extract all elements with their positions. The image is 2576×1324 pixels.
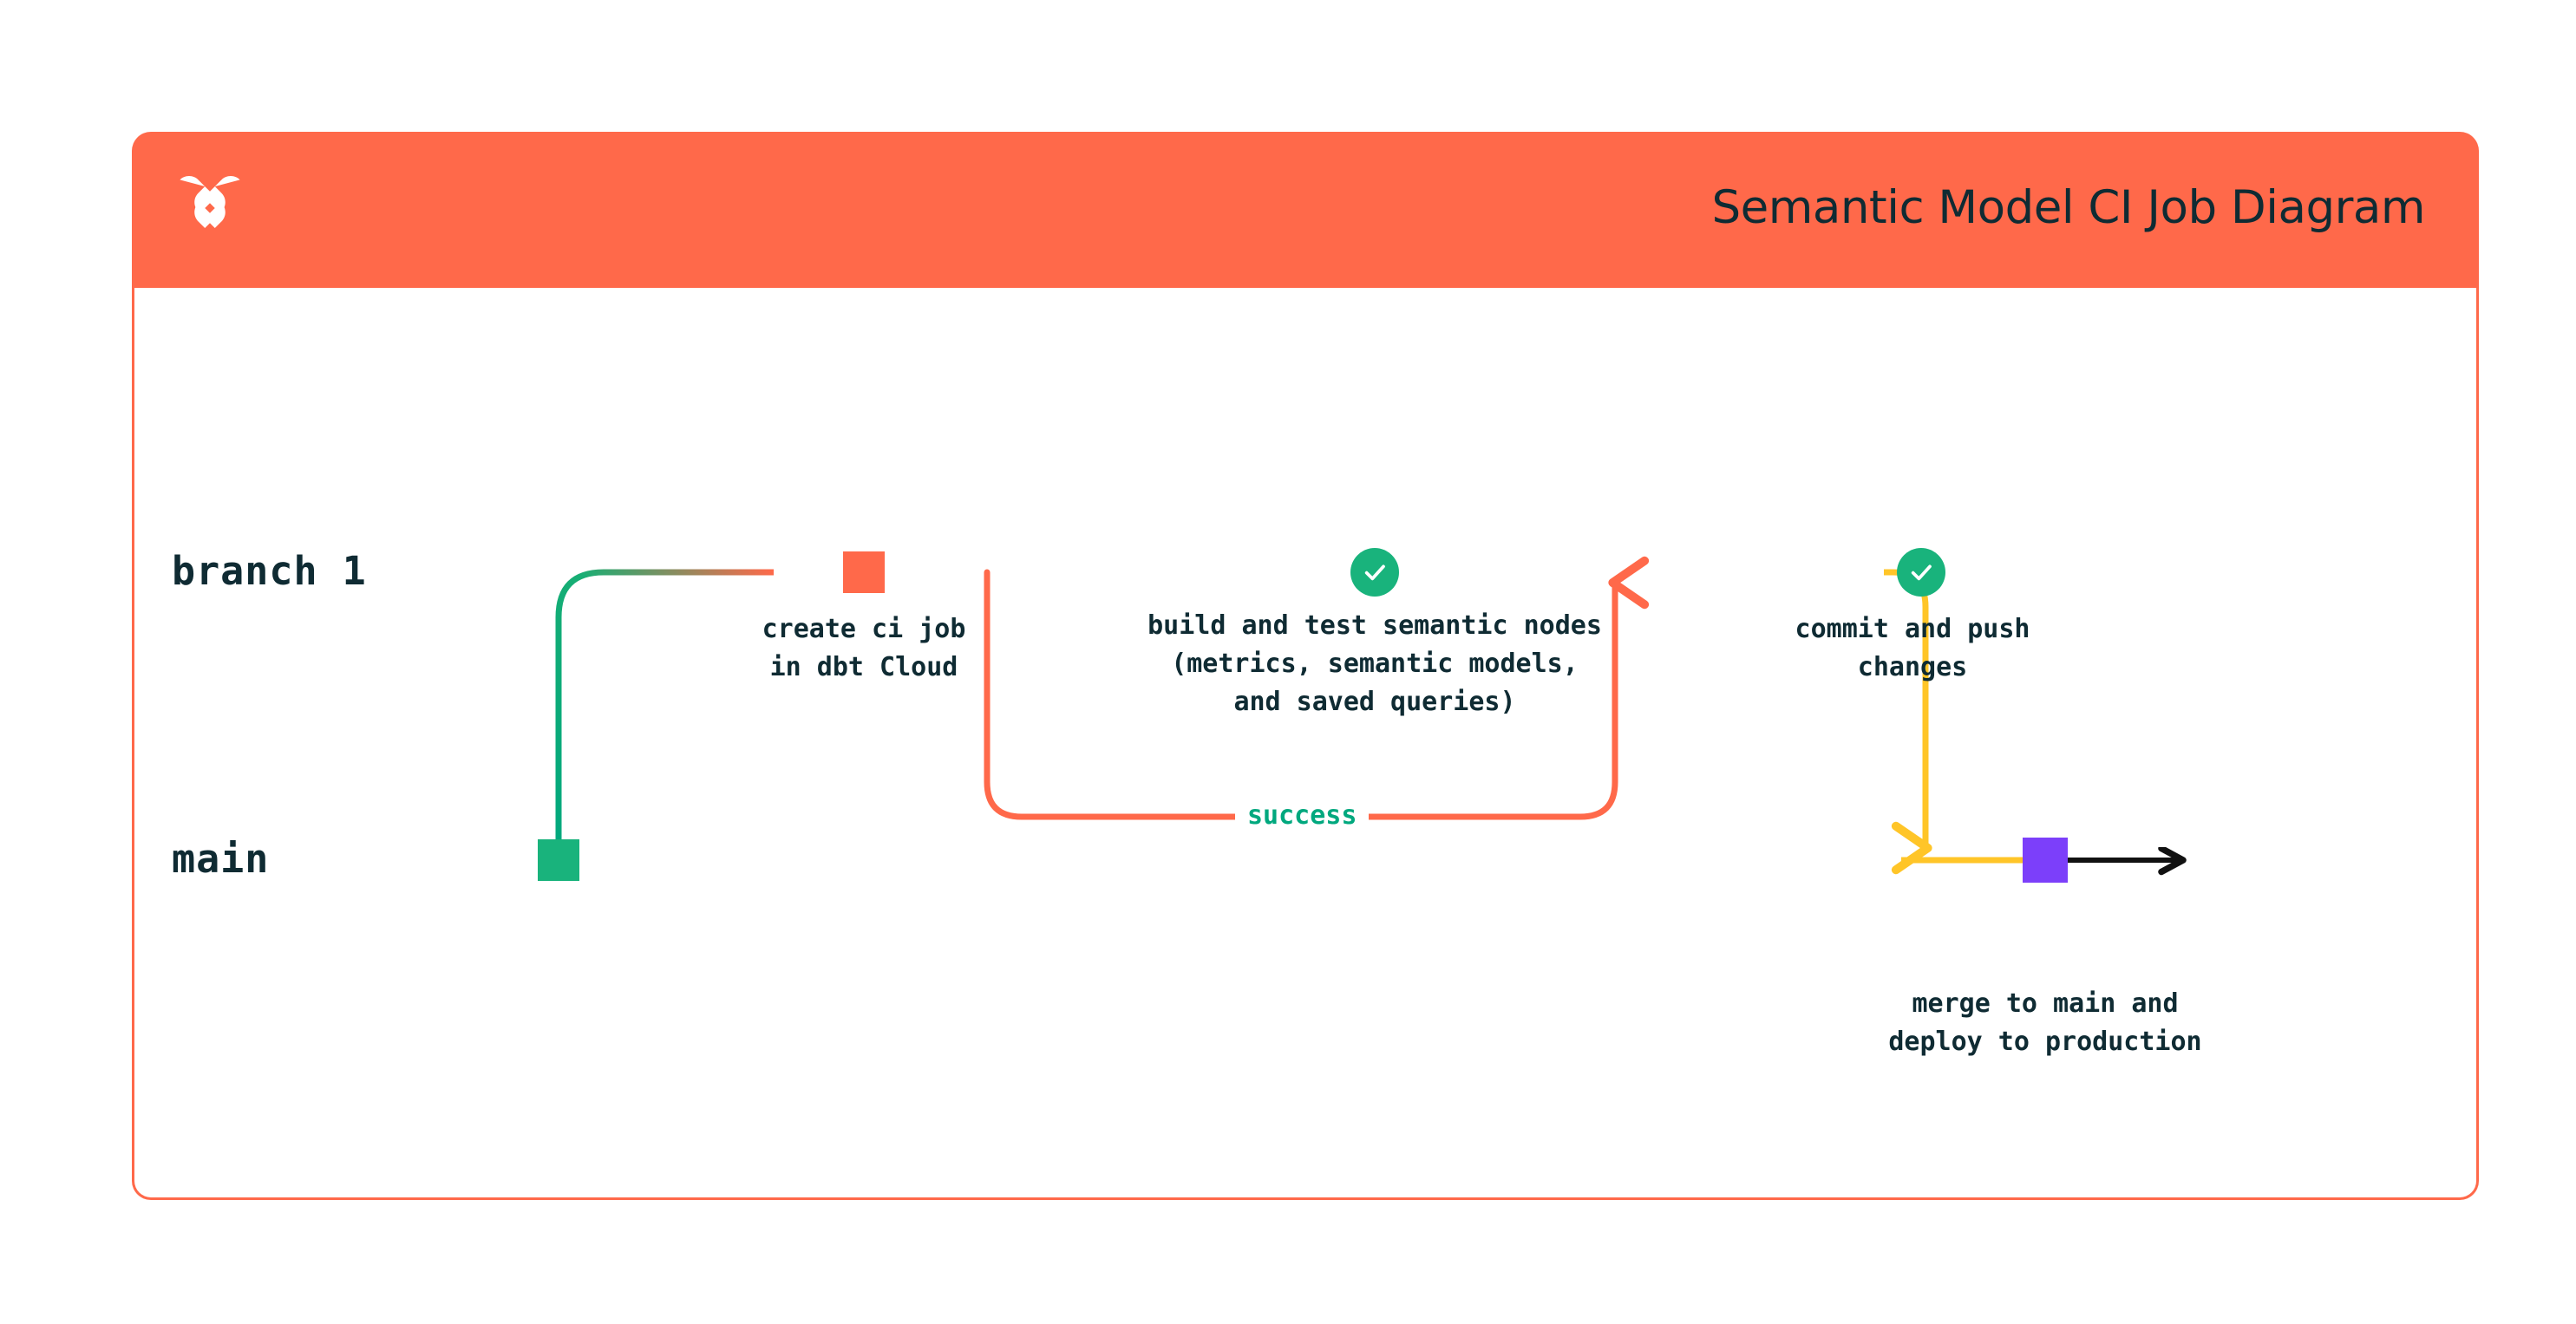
- check-icon: [1364, 564, 1385, 581]
- lane-label-main: main: [172, 836, 270, 882]
- page-title: Semantic Model CI Job Diagram: [1711, 181, 2425, 234]
- caption-commit-and-push: commit and push changes: [1795, 614, 2030, 682]
- card-body: [132, 288, 2479, 1200]
- edge-label-success: success: [1235, 801, 1370, 831]
- caption-create-ci-job: create ci job in dbt Cloud: [762, 614, 966, 682]
- dbt-logo-icon: [168, 166, 252, 250]
- lane-label-branch1: branch 1: [172, 548, 367, 594]
- caption-merge-to-main: merge to main and deploy to production: [1888, 988, 2202, 1057]
- card-header: Semantic Model CI Job Diagram: [132, 132, 2479, 288]
- commit-marker-main-start[interactable]: [538, 839, 579, 881]
- diagram-card: Semantic Model CI Job Diagram: [132, 132, 2479, 1200]
- commit-marker-merge-to-main[interactable]: [2023, 838, 2068, 883]
- commit-marker-commit-and-push[interactable]: [1897, 548, 1945, 597]
- commit-marker-build-and-test[interactable]: [1350, 548, 1399, 597]
- check-icon: [1911, 564, 1932, 581]
- commit-marker-create-ci-job[interactable]: [843, 551, 885, 593]
- caption-build-and-test: build and test semantic nodes (metrics, …: [1147, 610, 1602, 717]
- branch-off-edge: [555, 569, 774, 863]
